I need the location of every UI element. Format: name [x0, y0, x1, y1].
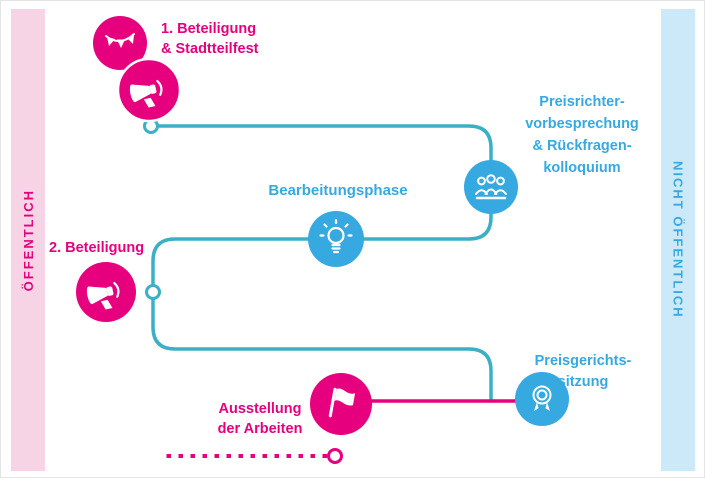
step-label-beteiligung2: 2. Beteiligung	[49, 240, 145, 256]
node-ausstellung	[327, 448, 343, 464]
step-label-preisrichter: Preisrichter- vorbesprechung & Rückfrage…	[525, 94, 639, 176]
sidebar-nicht-oeffentlich: NICHT ÖFFENTLICH	[661, 9, 695, 471]
step-label-beteiligung1: 1. Beteiligung & Stadtteilfest	[161, 21, 259, 57]
jury-icon	[475, 174, 507, 200]
node-beteiligung2	[145, 284, 161, 300]
jury-circle	[464, 160, 518, 214]
step-label-bearbeitungsphase: Bearbeitungsphase	[268, 182, 408, 199]
step-label-ausstellung: Ausstellung der Arbeiten	[217, 401, 303, 437]
connector-main-path	[149, 124, 493, 403]
medal-icon	[532, 385, 552, 411]
flag-icon	[328, 387, 356, 418]
step-label-preisgericht: Preisgerichts- sitzung	[534, 353, 632, 390]
lightbulb-circle	[308, 211, 364, 267]
sidebar-right-label: NICHT ÖFFENTLICH	[670, 161, 686, 319]
bunting-icon	[105, 33, 135, 48]
sidebar-oeffentlich: ÖFFENTLICH	[11, 9, 45, 471]
flag-circle	[310, 373, 372, 435]
lightbulb-icon	[319, 218, 353, 254]
